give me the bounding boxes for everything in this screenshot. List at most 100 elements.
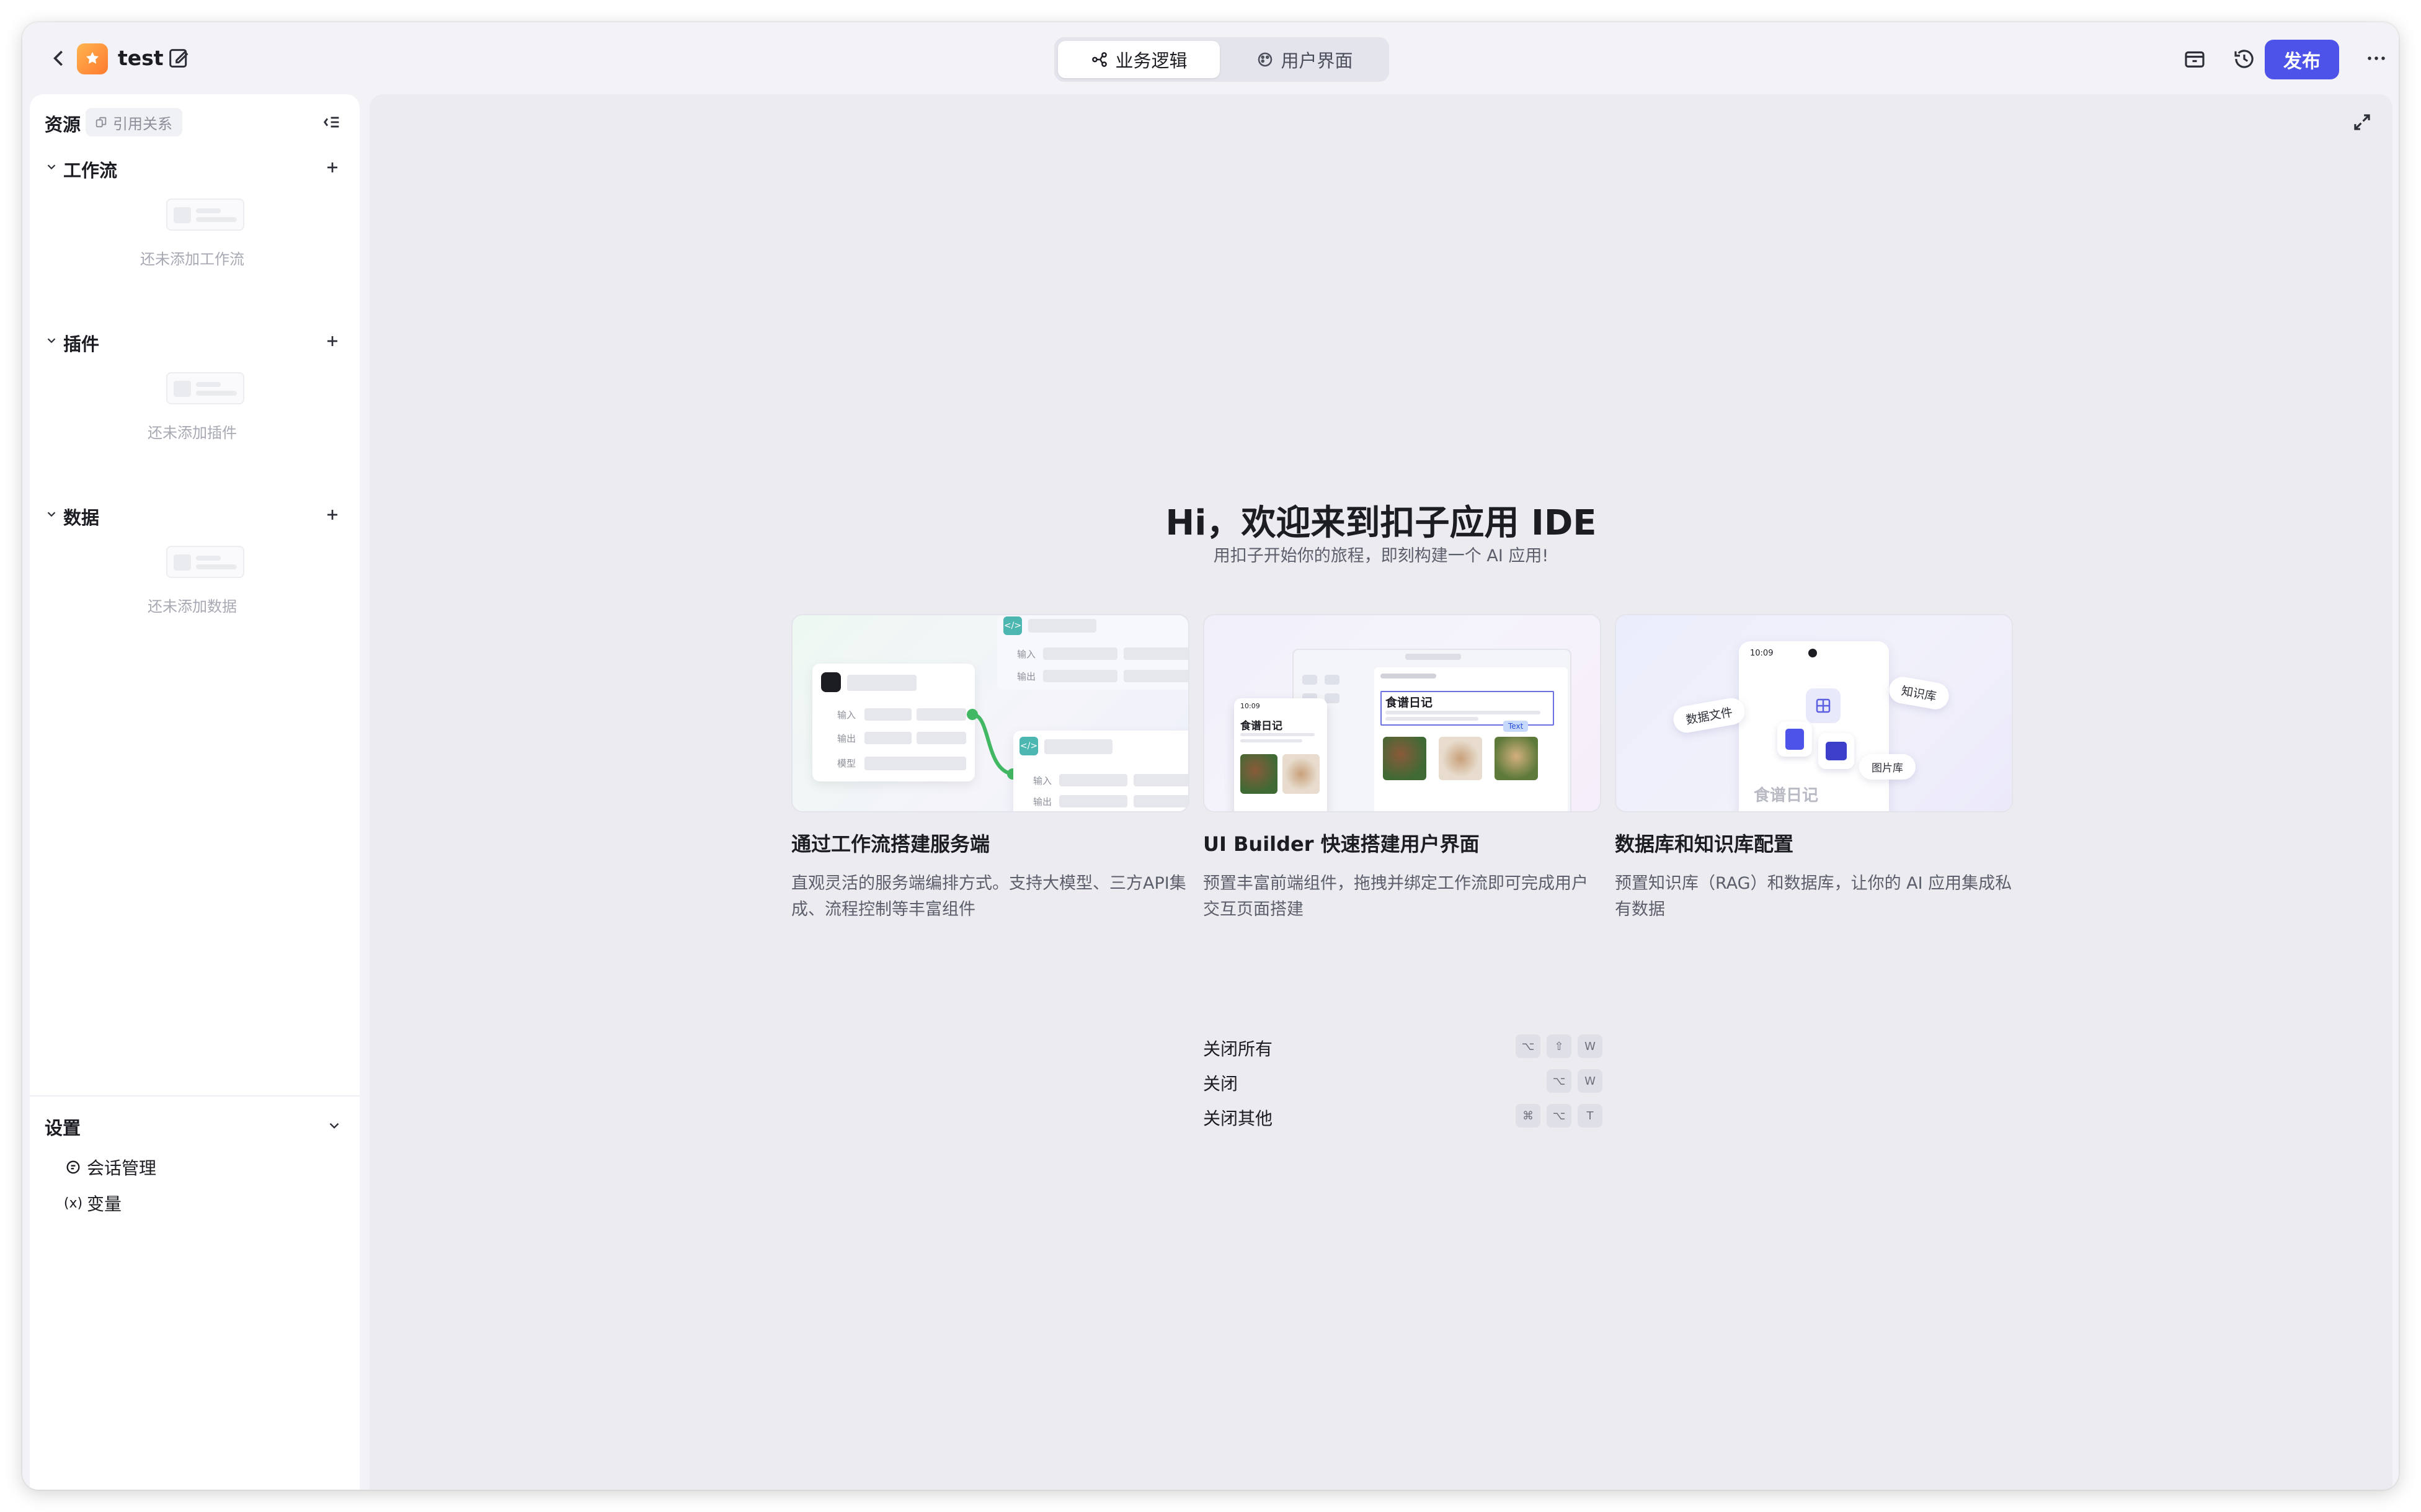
tab-label: 业务逻辑	[1115, 50, 1188, 71]
app-logo	[77, 43, 108, 74]
shortcut-row: 关闭所有 ⌥ ⇧ W	[1203, 1029, 1602, 1064]
connector-line-icon	[967, 709, 1018, 780]
shortcut-keys: ⌥ ⇧ W	[1516, 1034, 1602, 1058]
illus-recipe-text: 食谱日记	[1385, 696, 1433, 709]
feature-card-knowledge[interactable]: 10:09 食谱日记 数据文件 知识库 图片库 数据库和知识库配置 预置知识库（	[1615, 614, 2013, 923]
settings-header[interactable]: 设置	[45, 1110, 342, 1140]
camera-icon	[1808, 649, 1817, 657]
card-title: 通过工作流搭建服务端	[791, 832, 990, 856]
add-plugin-icon[interactable]	[322, 331, 342, 351]
workflow-icon	[1092, 52, 1108, 67]
settings-item-variable[interactable]: (x) 变量	[64, 1190, 122, 1217]
illus-food-image	[1383, 737, 1426, 780]
illus-editor-page: 食谱日记 Text	[1374, 667, 1568, 811]
more-icon[interactable]	[2363, 45, 2390, 72]
chevron-down-icon[interactable]	[45, 334, 58, 347]
llm-node-icon	[821, 672, 841, 692]
settings-item-chat[interactable]: 会话管理	[64, 1154, 156, 1181]
illus-label: 输入	[837, 709, 856, 721]
illus-label: 输出	[837, 733, 856, 744]
empty-text: 还未添加工作流	[140, 251, 244, 268]
knowledge-illustration: 10:09 食谱日记 数据文件 知识库 图片库	[1615, 614, 2013, 812]
empty-placeholder-icon	[166, 372, 244, 404]
sidebar-divider	[30, 1095, 360, 1096]
settings-label: 设置	[45, 1118, 81, 1139]
illus-label: 输出	[1017, 671, 1036, 682]
illus-knowledge-tag: 知识库	[1887, 674, 1952, 712]
shortcut-label: 关闭所有	[1203, 1039, 1273, 1059]
section-label: 工作流	[63, 160, 118, 181]
illus-label: 输入	[1033, 775, 1052, 786]
shortcut-label: 关闭	[1203, 1074, 1238, 1094]
illus-time: 10:09	[1750, 649, 1774, 658]
tab-business-logic[interactable]: 业务逻辑	[1058, 41, 1220, 78]
plugin-section: 插件 还未添加插件	[45, 327, 342, 442]
illus-food-image	[1495, 737, 1538, 780]
shortcut-key: ⇧	[1547, 1034, 1571, 1058]
illus-code-node: </> 输入 输出	[1013, 731, 1188, 811]
settings-item-label: 变量	[87, 1194, 122, 1214]
main-canvas: Hi，欢迎来到扣子应用 IDE 用扣子开始你的旅程，即刻构建一个 AI 应用! …	[370, 94, 2392, 1490]
card-desc: 直观灵活的服务端编排方式。支持大模型、三方API集成、流程控制等丰富组件	[791, 874, 1186, 919]
section-label: 插件	[63, 334, 100, 355]
feature-card-workflow[interactable]: </> 输入 输出 输入 输出	[791, 614, 1189, 923]
shortcut-key: ⌥	[1516, 1034, 1540, 1058]
shortcut-key: W	[1578, 1069, 1602, 1093]
section-label: 数据	[63, 507, 100, 528]
collapse-sidebar-icon[interactable]	[321, 112, 342, 133]
illus-recipe-text: 食谱日记	[1240, 720, 1282, 732]
plugin-section-header[interactable]: 插件	[45, 327, 342, 355]
illus-label: 模型	[837, 758, 856, 769]
back-icon[interactable]	[46, 45, 73, 72]
shortcut-key: ⌘	[1516, 1104, 1540, 1127]
chevron-down-icon[interactable]	[326, 1118, 342, 1134]
add-workflow-icon[interactable]	[322, 158, 342, 177]
empty-placeholder-icon	[166, 546, 244, 578]
illus-selected-box: 食谱日记	[1380, 691, 1554, 726]
feature-card-ui-builder[interactable]: 食谱日记 Text 10:0	[1203, 614, 1601, 923]
shortcut-key: W	[1578, 1034, 1602, 1058]
reference-button[interactable]: 引用关系	[86, 108, 182, 136]
publish-button[interactable]: 发布	[2265, 40, 2339, 79]
tab-user-interface[interactable]: 用户界面	[1224, 41, 1385, 78]
card-title: UI Builder 快速搭建用户界面	[1203, 832, 1480, 856]
shortcut-keys: ⌥ W	[1547, 1069, 1602, 1093]
code-node-icon: </>	[1019, 737, 1038, 755]
data-section-header[interactable]: 数据	[45, 501, 342, 528]
document-icon	[1777, 722, 1812, 757]
workflow-section-header[interactable]: 工作流	[45, 154, 342, 181]
shortcut-label: 关闭其他	[1203, 1108, 1273, 1129]
chevron-down-icon[interactable]	[45, 160, 58, 174]
edit-icon[interactable]	[166, 46, 191, 71]
table-icon	[1806, 688, 1841, 723]
tab-label: 用户界面	[1281, 50, 1353, 71]
sidebar-title: 资源	[45, 114, 81, 135]
add-data-icon[interactable]	[322, 505, 342, 525]
shortcut-list: 关闭所有 ⌥ ⇧ W 关闭 ⌥ W 关闭其他 ⌘ ⌥ T	[1203, 1029, 1602, 1134]
illus-time: 10:09	[1240, 702, 1260, 710]
expand-icon[interactable]	[2350, 110, 2374, 134]
empty-text: 还未添加插件	[148, 424, 237, 442]
shortcut-keys: ⌘ ⌥ T	[1516, 1104, 1602, 1127]
chevron-down-icon[interactable]	[45, 507, 58, 521]
card-title: 数据库和知识库配置	[1615, 832, 1794, 856]
history-icon[interactable]	[2231, 46, 2257, 72]
code-node-icon: </>	[1003, 616, 1022, 635]
sidebar-header: 资源 引用关系	[45, 108, 342, 136]
shortcut-row: 关闭 ⌥ W	[1203, 1064, 1602, 1099]
link-icon	[96, 117, 107, 128]
palette-icon	[1258, 52, 1273, 67]
illus-data-file-tag: 数据文件	[1671, 696, 1747, 735]
card-desc: 预置知识库（RAG）和数据库，让你的 AI 应用集成私有数据	[1615, 874, 2012, 919]
shortcut-row: 关闭其他 ⌘ ⌥ T	[1203, 1099, 1602, 1134]
top-bar: test 业务逻辑 用户界面 发布	[22, 22, 2399, 94]
shortcut-key: ⌥	[1547, 1104, 1571, 1127]
app-name: test	[118, 46, 164, 70]
illus-label: 输入	[1017, 649, 1036, 660]
illus-text-badge: Text	[1503, 721, 1529, 732]
empty-placeholder-icon	[166, 198, 244, 231]
illus-editor: 食谱日记 Text	[1292, 649, 1571, 811]
empty-text: 还未添加数据	[148, 598, 237, 615]
archive-icon[interactable]	[2182, 46, 2208, 72]
shortcut-key: T	[1578, 1104, 1602, 1127]
